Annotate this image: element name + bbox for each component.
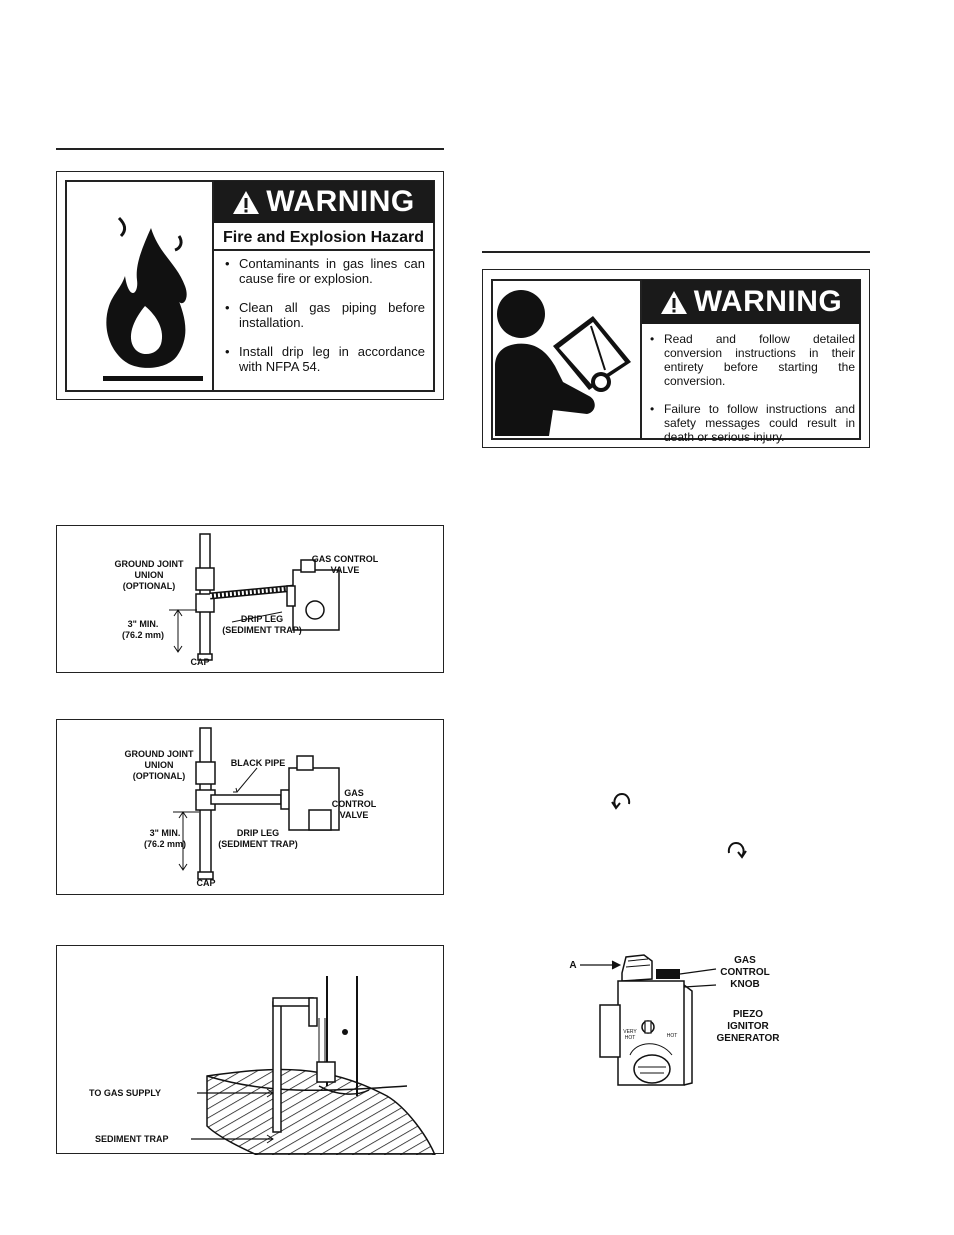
manual-warning-header: WARNING — [642, 280, 860, 324]
counterclockwise-arrow-icon — [611, 792, 631, 810]
manual-warning-signal-word: WARNING — [693, 285, 843, 318]
fire-warning-bullet: Contaminants in gas lines can cause fire… — [223, 256, 425, 286]
gas-supply-label: TO GAS SUPPLY — [89, 1088, 162, 1098]
manual-warning-bullet: Read and follow detailed conversion inst… — [648, 332, 855, 388]
very-hot-label: VERY HOT — [623, 1029, 637, 1041]
gas-supply-figure: TO GAS SUPPLY SEDIMENT TRAP — [56, 945, 444, 1155]
min-height-label: 3" MIN. (76.2 mm) — [143, 828, 187, 849]
fire-warning-bullets: Contaminants in gas lines can cause fire… — [223, 256, 425, 388]
fire-warning-bullet: Clean all gas piping before installation… — [223, 300, 425, 330]
fire-warning-signal-word: WARNING — [266, 185, 415, 218]
union-label: GROUND JOINT UNION (OPTIONAL) — [114, 559, 184, 591]
section-rule-right — [482, 251, 870, 253]
cap-label: CAP — [190, 657, 210, 667]
min-height-label: 3" MIN. (76.2 mm) — [121, 619, 165, 640]
gas-control-knob-label: GAS CONTROL KNOB — [720, 955, 770, 990]
drip-leg-label: DRIP LEG (SEDIMENT TRAP) — [222, 614, 302, 635]
manual-warning-bullets: Read and follow detailed conversion inst… — [648, 332, 855, 458]
gas-supply-drawing — [191, 976, 436, 1155]
warning-triangle-icon — [233, 190, 260, 214]
gas-control-valve-drawing — [580, 954, 717, 1086]
drip-leg-flexible-figure: GROUND JOINT UNION (OPTIONAL) GAS CONTRO… — [56, 525, 444, 673]
warning-triangle-icon — [660, 290, 687, 314]
fire-hazard-title: Fire and Explosion Hazard — [213, 227, 434, 251]
gas-control-valve-figure: A VERY HOT HOT GAS CONTROL KNOB PIEZO IG… — [560, 945, 800, 1095]
drip-leg-black-pipe-figure: GROUND JOINT UNION (OPTIONAL) BLACK PIPE… — [56, 719, 444, 895]
black-pipe-label: BLACK PIPE — [230, 758, 286, 768]
section-rule-left — [56, 148, 444, 150]
valve-label: GAS CONTROL VALVE — [311, 554, 379, 575]
drip-leg-black-pipe-drawing — [173, 727, 340, 880]
fire-warning-header: WARNING — [213, 181, 434, 223]
fire-warning-divider — [212, 180, 214, 392]
manual-warning-bullet: Failure to follow instructions and safet… — [648, 402, 855, 444]
drip-leg-label: DRIP LEG (SEDIMENT TRAP) — [218, 828, 298, 849]
valve-label: GAS CONTROL VALVE — [331, 788, 377, 820]
cap-label: CAP — [196, 878, 216, 888]
manual-warning-divider — [640, 279, 642, 440]
clockwise-arrow-icon — [727, 841, 747, 859]
union-label: GROUND JOINT UNION (OPTIONAL) — [124, 749, 194, 781]
fire-warning-label: WARNING Fire and Explosion Hazard Contam… — [56, 171, 444, 400]
valve-a-label: A — [569, 960, 577, 971]
flame-icon — [103, 216, 203, 381]
piezo-ignitor-label: PIEZO IGNITOR GENERATOR — [716, 1009, 780, 1044]
manual-warning-label: WARNING Read and follow detailed convers… — [482, 269, 870, 448]
reading-manual-icon — [495, 290, 631, 436]
drip-leg-flexible-drawing — [169, 533, 340, 661]
sediment-trap-label: SEDIMENT TRAP — [95, 1134, 169, 1144]
fire-warning-bullet: Install drip leg in accordance with NFPA… — [223, 344, 425, 374]
hot-label: HOT — [666, 1033, 678, 1039]
